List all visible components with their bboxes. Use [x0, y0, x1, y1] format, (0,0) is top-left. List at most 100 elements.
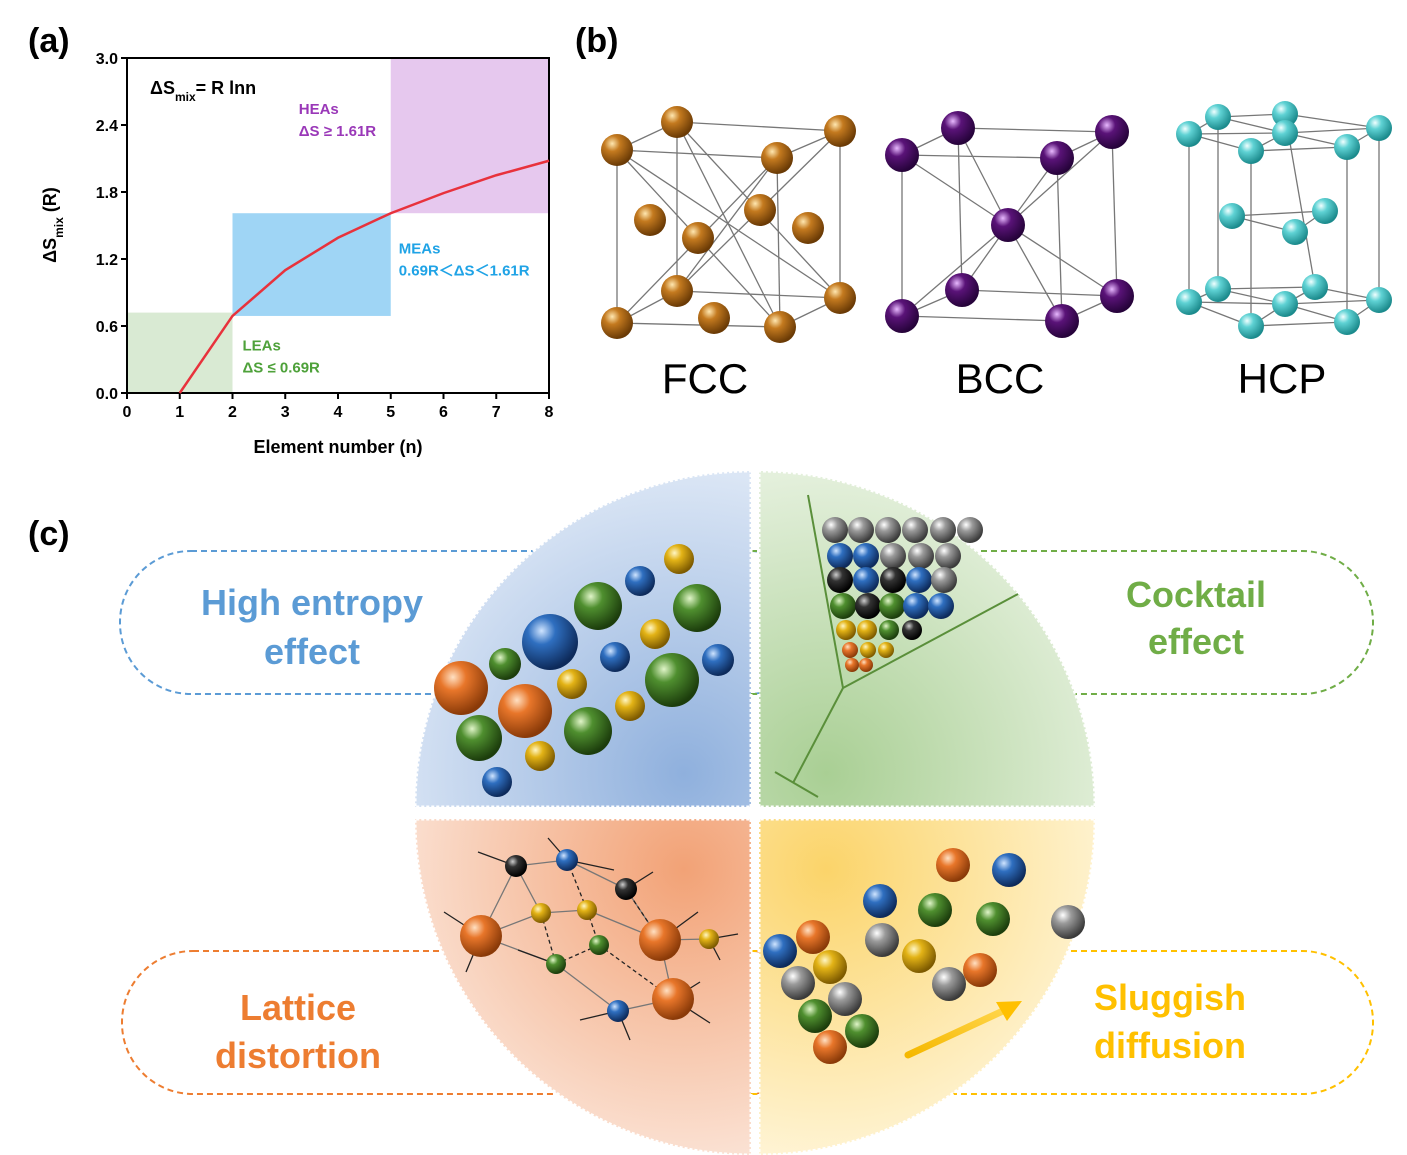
lattice-atom — [546, 954, 566, 974]
mixed-atom — [625, 566, 655, 596]
y-axis-label: ΔSmix (R) — [40, 187, 66, 263]
slip-line — [807, 494, 844, 689]
hcp-atom — [1272, 291, 1298, 317]
lattice-atom — [577, 900, 597, 920]
region-rule-leas: ΔS ≤ 0.69R — [243, 360, 321, 377]
bond-line — [1217, 286, 1316, 290]
cocktail-atom — [848, 517, 874, 543]
diffusing-atom — [845, 1014, 879, 1048]
diffusing-atom — [865, 923, 899, 957]
bond-line — [1250, 321, 1348, 327]
diffusing-atom — [902, 939, 936, 973]
diffusing-atom — [813, 1030, 847, 1064]
mixed-atom — [615, 691, 645, 721]
fcc-atom — [824, 282, 856, 314]
cocktail-atom — [930, 517, 956, 543]
mixed-atom — [489, 648, 521, 680]
cocktail-atom — [830, 593, 856, 619]
fcc-atom — [824, 115, 856, 147]
cocktail-atom — [902, 517, 928, 543]
diffusing-atom — [781, 966, 815, 1000]
y-tick-label: 2.4 — [96, 118, 118, 135]
bcc-atom — [945, 273, 979, 307]
hcp-atom — [1366, 115, 1392, 141]
bond-line — [1284, 113, 1380, 129]
bond-line — [901, 315, 1063, 322]
mixed-atom — [673, 584, 721, 632]
sluggish-artwork — [763, 848, 1085, 1064]
y-tick-label: 3.0 — [96, 51, 118, 68]
slip-line — [842, 593, 1019, 689]
lattice-atom — [652, 978, 694, 1020]
mixed-atom — [564, 707, 612, 755]
panel-label-b: (b) — [575, 22, 619, 60]
diffusing-atom — [963, 953, 997, 987]
hcp-atom — [1238, 313, 1264, 339]
mixed-atom — [664, 544, 694, 574]
hcp-atom — [1312, 198, 1338, 224]
quadrant-cocktail — [757, 469, 1097, 809]
lattice-artwork — [443, 837, 739, 1041]
bcc-atom — [1095, 115, 1129, 149]
cocktail-atom — [827, 567, 853, 593]
sluggish-label-line1: Sluggish — [1094, 977, 1246, 1018]
bond-line — [1231, 210, 1326, 217]
x-axis-label: Element number (n) — [253, 437, 422, 457]
region-rule-heas: ΔS ≥ 1.61R — [299, 123, 377, 140]
diffusing-atom — [796, 920, 830, 954]
mixed-atom — [498, 684, 552, 738]
x-tick-label: 5 — [386, 404, 395, 421]
cocktail-artwork — [774, 494, 1019, 798]
mixed-atom — [600, 642, 630, 672]
bond-line — [1111, 131, 1118, 297]
bond-line — [1007, 224, 1118, 297]
fcc-atom — [682, 222, 714, 254]
x-tick-label: 0 — [123, 404, 132, 421]
fcc-structure — [601, 106, 856, 343]
y-tick-label: 1.2 — [96, 252, 118, 269]
high-entropy-label-line2: effect — [264, 631, 360, 672]
cocktail-atom — [878, 642, 894, 658]
bond-line — [957, 127, 1009, 226]
bcc-structure — [885, 111, 1134, 338]
fcc-label: FCC — [662, 355, 748, 402]
bcc-atom — [991, 208, 1025, 242]
formula-text: ΔSmix= R lnn — [150, 78, 256, 104]
cocktail-atom — [853, 567, 879, 593]
bond-line — [676, 290, 841, 299]
region-leas — [127, 312, 233, 393]
cocktail-atom — [957, 517, 983, 543]
x-tick-label: 1 — [175, 404, 184, 421]
region-meas — [232, 213, 391, 316]
lattice-atom — [615, 878, 637, 900]
chart-series — [178, 159, 550, 394]
lattice-atom — [556, 849, 578, 871]
quadrant-lattice — [413, 817, 753, 1155]
fcc-atom — [661, 106, 693, 138]
cocktail-atom — [879, 593, 905, 619]
cocktail-atom — [880, 567, 906, 593]
slip-line — [774, 771, 819, 798]
y-tick-label: 0.0 — [96, 386, 118, 403]
hcp-atom — [1176, 289, 1202, 315]
chart-regions — [127, 58, 549, 393]
hcp-atom — [1334, 309, 1360, 335]
entropy-curve — [178, 159, 550, 394]
bcc-atom — [885, 138, 919, 172]
mixed-atom — [574, 582, 622, 630]
diffusion-arrow — [904, 1001, 1022, 1059]
bond-line — [961, 289, 1118, 297]
lattice-atom — [639, 919, 681, 961]
high-entropy-atoms — [434, 544, 734, 797]
cocktail-atom — [836, 620, 856, 640]
fcc-atom — [761, 142, 793, 174]
x-tick-label: 6 — [439, 404, 448, 421]
cocktail-atom — [845, 658, 859, 672]
region-rule-meas: 0.69R＜ΔS＜1.61R — [399, 262, 530, 279]
mixed-atom — [482, 767, 512, 797]
bond-line — [1284, 127, 1380, 134]
cocktail-label-line1: Cocktail — [1126, 574, 1266, 615]
diffusing-atom — [863, 884, 897, 918]
